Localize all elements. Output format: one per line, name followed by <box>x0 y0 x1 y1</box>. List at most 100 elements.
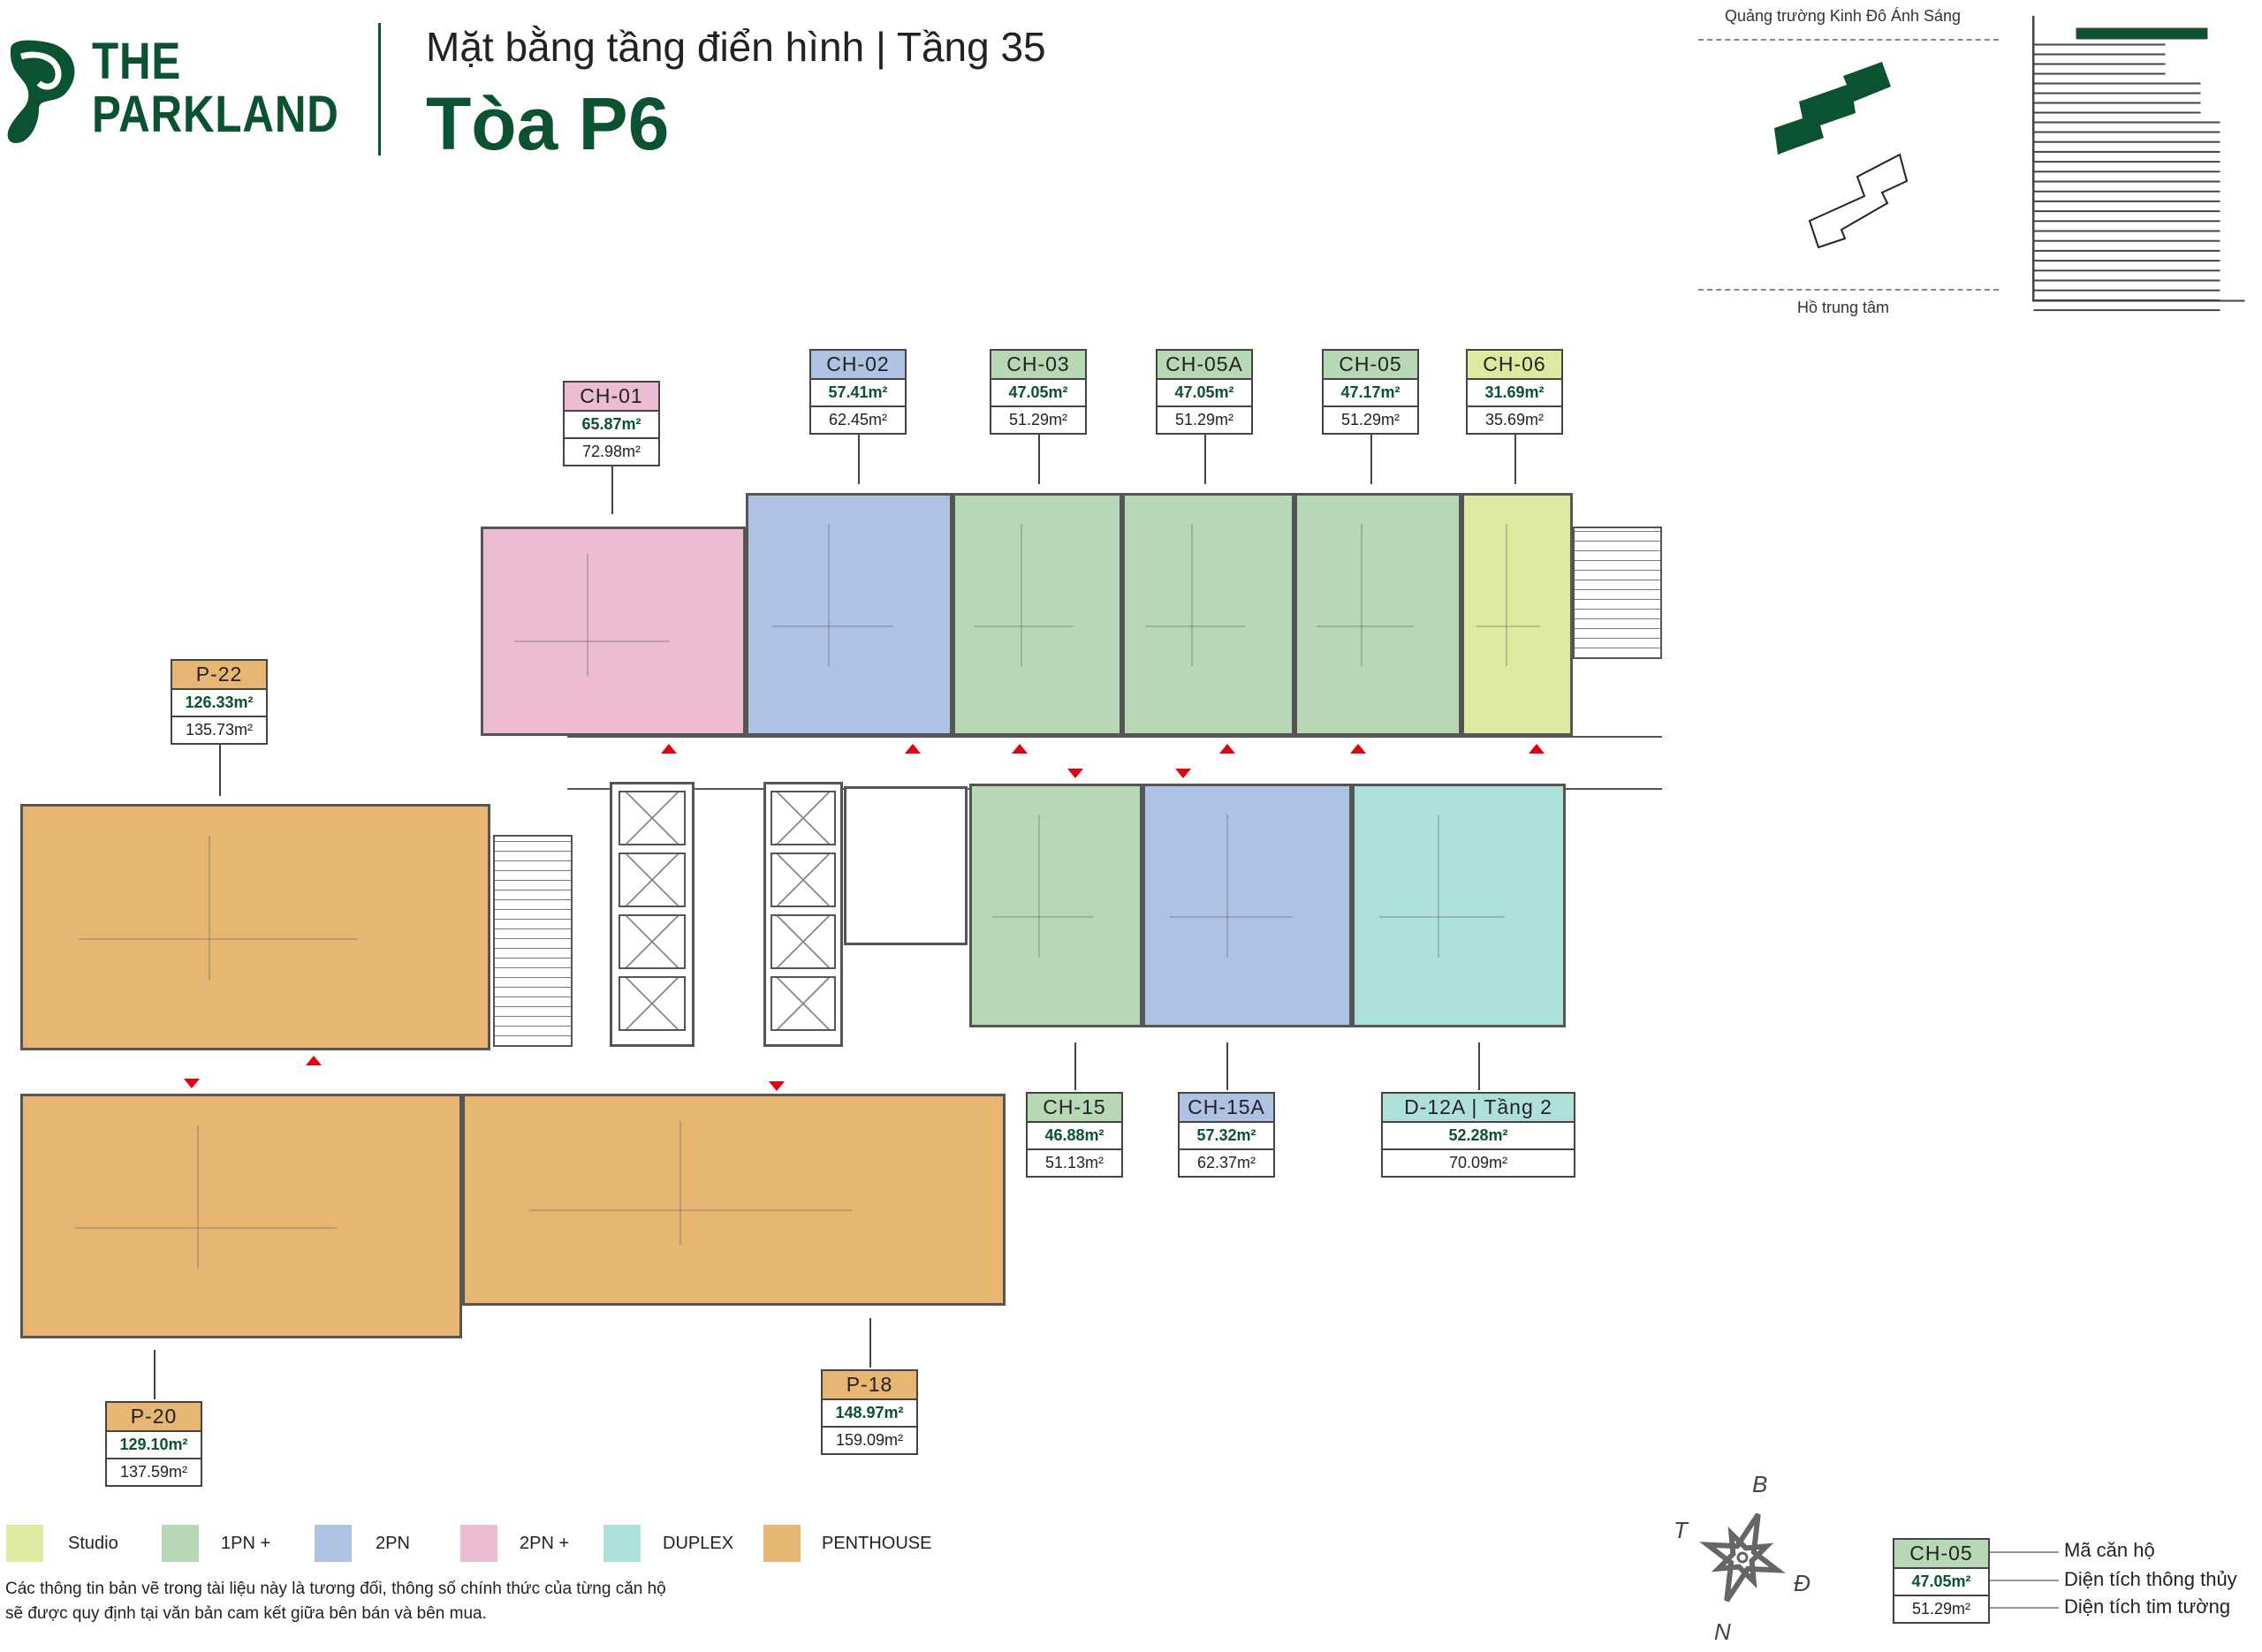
leader-line <box>858 433 860 484</box>
unit-label-code: D-12A | Tầng 2 <box>1383 1094 1574 1123</box>
logo-wordmark: THE PARKLAND <box>92 35 339 141</box>
unit-label-net: 47.05m² <box>991 380 1085 407</box>
legend-swatch-1pn_plus <box>162 1525 199 1562</box>
elevator-3 <box>619 914 686 969</box>
label-key-line <box>1990 1607 2059 1609</box>
unit-label-net: 126.33m² <box>172 690 266 717</box>
highlighted-floor <box>2076 27 2208 40</box>
door-marker <box>1529 744 1545 754</box>
label-key-gross-area: 51.29m² <box>1911 1600 1971 1618</box>
unit-ch-02[interactable] <box>746 493 953 736</box>
legend-label-penthouse: PENTHOUSE <box>822 1534 932 1553</box>
unit-ch-06[interactable] <box>1461 493 1573 736</box>
legend-swatch-2pn <box>315 1525 352 1562</box>
unit-label-code: CH-15A <box>1180 1094 1273 1123</box>
compass-east: Đ <box>1794 1570 1810 1596</box>
logo-line-2: PARKLAND <box>92 86 339 143</box>
stairwell-west <box>493 835 573 1047</box>
corridor <box>567 736 1662 790</box>
keymap-bottom-label: Hồ trung tâm <box>1797 299 1890 316</box>
door-marker <box>1350 744 1366 754</box>
unit-label-gross: 135.73m² <box>185 721 254 739</box>
label-key-code: CH-05 <box>1894 1540 1988 1569</box>
page-title: Tòa P6 <box>426 82 670 165</box>
compass-west: T <box>1674 1517 1688 1543</box>
unit-label-code: CH-02 <box>811 351 905 380</box>
legend-swatch-2pn_plus <box>460 1525 497 1562</box>
elevator-2 <box>619 853 686 907</box>
legend-label-2pn_plus: 2PN + <box>520 1534 570 1553</box>
door-marker <box>1012 744 1028 754</box>
legend-label-2pn: 2PN <box>376 1534 410 1553</box>
floor-line <box>2033 309 2220 312</box>
page-subtitle: Mặt bằng tầng điển hình | Tầng 35 <box>426 24 1046 70</box>
leader-line <box>1226 1042 1228 1090</box>
unit-label-code: CH-05A <box>1158 351 1251 380</box>
label-key-code-desc: Mã căn hộ <box>2064 1539 2155 1561</box>
door-marker <box>1175 769 1191 778</box>
unit-label-gross: 72.98m² <box>581 443 641 460</box>
unit-ch-05[interactable] <box>1294 493 1461 736</box>
parkland-logo-icon <box>7 40 75 143</box>
compass: B Đ N T <box>1661 1471 1820 1648</box>
legend-swatch-duplex <box>603 1525 641 1562</box>
disclaimer-line-2: sẽ được quy định tại văn bản cam kết giữ… <box>5 1604 487 1623</box>
unit-p-20[interactable] <box>20 1094 462 1338</box>
unit-label-gross: 137.59m² <box>119 1463 188 1481</box>
elevator-8 <box>770 976 836 1031</box>
label-key-gross-desc: Diện tích tim tường <box>2064 1595 2231 1618</box>
legend-swatch-studio <box>6 1525 43 1562</box>
unit-label-net: 46.88m² <box>1028 1123 1121 1150</box>
unit-label-code: P-18 <box>823 1371 916 1400</box>
leader-line <box>1204 433 1206 484</box>
door-marker <box>184 1079 200 1088</box>
door-marker <box>661 744 677 754</box>
label-key-box: CH-05 47.05m² 51.29m² <box>1893 1538 1990 1624</box>
door-marker <box>1219 744 1235 754</box>
site-plan-icon <box>1774 62 1909 249</box>
unit-label-gross: 51.29m² <box>1174 411 1234 428</box>
compass-rose-icon <box>1699 1512 1786 1603</box>
unit-p-18[interactable] <box>462 1094 1006 1306</box>
unit-label-code: P-22 <box>172 661 266 690</box>
unit-ch-03[interactable] <box>953 493 1122 736</box>
unit-label-net: 31.69m² <box>1468 380 1561 407</box>
leader-line <box>154 1350 156 1399</box>
service-room <box>844 786 968 945</box>
unit-p-22[interactable] <box>20 804 490 1050</box>
unit-label-code: CH-15 <box>1028 1094 1121 1123</box>
elevator-5 <box>770 791 836 845</box>
unit-label-net: 57.41m² <box>811 380 905 407</box>
label-key-net-desc: Diện tích thông thủy <box>2064 1568 2237 1590</box>
unit-label-net: 57.32m² <box>1180 1123 1273 1150</box>
keymap-top-line <box>1698 39 1999 41</box>
elevator-1 <box>619 791 686 845</box>
unit-ch-15a[interactable] <box>1142 784 1352 1027</box>
keymap-bottom-line <box>1698 289 1999 291</box>
compass-north: B <box>1752 1471 1768 1497</box>
elevator-6 <box>770 853 836 907</box>
unit-d-12a[interactable] <box>1352 784 1566 1027</box>
legend-label-studio: Studio <box>68 1534 118 1553</box>
keymap-top-label: Quảng trường Kinh Đô Ánh Sáng <box>1725 7 1962 25</box>
door-marker <box>905 744 921 754</box>
unit-ch-05a[interactable] <box>1122 493 1294 736</box>
unit-ch-15[interactable] <box>969 784 1142 1027</box>
unit-label-net: 52.28m² <box>1383 1123 1574 1150</box>
leader-line <box>1074 1042 1076 1090</box>
unit-ch-01[interactable] <box>481 527 746 736</box>
building-elevation-icon <box>2032 16 2245 312</box>
